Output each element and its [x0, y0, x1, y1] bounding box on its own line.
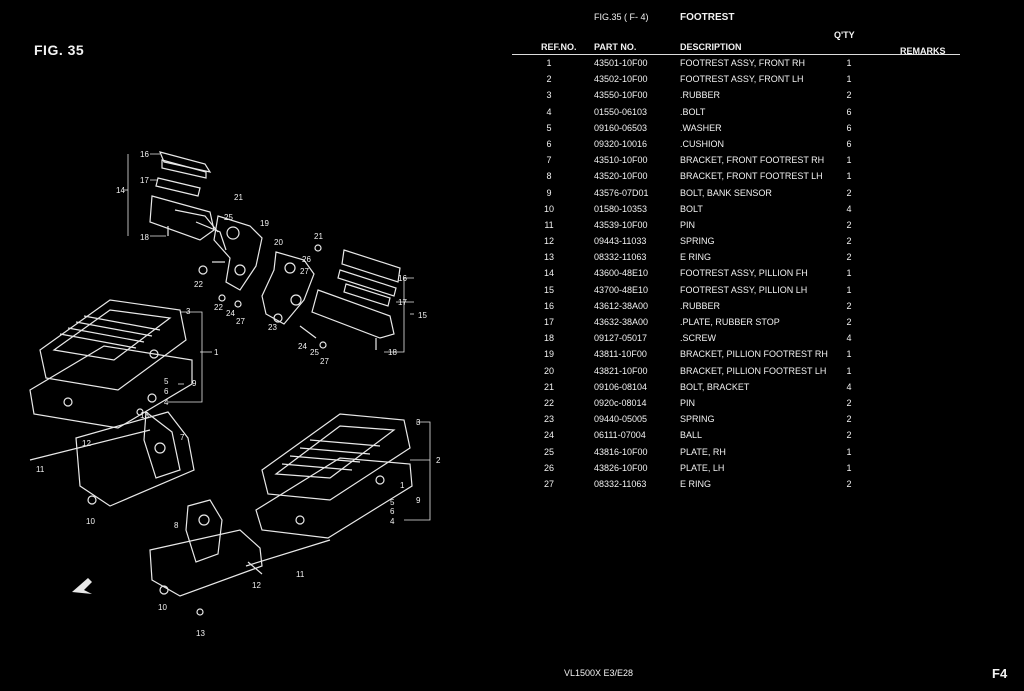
callout-label: 11	[36, 465, 45, 474]
figure-title: FIG. 35	[34, 42, 85, 58]
callout-label: 15	[418, 311, 427, 320]
callout-label: 11	[296, 570, 305, 579]
col-header-ref: REF.NO.	[541, 42, 577, 52]
callout-label: 13	[196, 629, 205, 638]
callout-label: 23	[268, 323, 277, 332]
callout-label: 16	[398, 274, 407, 283]
callout-label: 6	[164, 387, 169, 396]
callout-label: 7	[180, 433, 185, 442]
callout-label: 2	[436, 456, 441, 465]
callout-label: 14	[116, 186, 125, 195]
callout-label: 18	[388, 348, 397, 357]
callout-label: 26	[302, 255, 311, 264]
callout-label: 10	[86, 517, 95, 526]
callout-label: 1	[214, 348, 219, 357]
callout-label: 5	[164, 377, 169, 386]
callout-label: 9	[192, 379, 197, 388]
callout-label: 22	[214, 303, 223, 312]
figure-reference: FIG.35 ( F- 4)	[594, 12, 649, 22]
callout-lines	[124, 153, 431, 521]
header-rule	[512, 54, 960, 55]
pillion-bracket-right-drawing	[261, 244, 327, 349]
callout-label: 27	[320, 357, 329, 366]
callout-numbers: 16 17 14 18 21 25 19 20 21 26 27 22 22 2…	[36, 150, 441, 638]
front-bracket-left-drawing	[29, 393, 195, 507]
exploded-parts-diagram: 16 17 14 18 21 25 19 20 21 26 27 22 22 2…	[29, 150, 441, 638]
callout-label: 25	[224, 213, 233, 222]
callout-label: 10	[158, 603, 167, 612]
front-bracket-right-drawing	[149, 499, 331, 616]
callout-label: 27	[300, 267, 309, 276]
col-header-qty: Q'TY	[834, 30, 855, 40]
front-footrest-right-drawing	[255, 413, 413, 539]
callout-label: 17	[398, 298, 407, 307]
callout-label: 16	[140, 150, 149, 159]
pillion-bracket-left-drawing	[198, 215, 263, 308]
page-number: F4	[992, 666, 1008, 681]
callout-label: 5	[390, 498, 395, 507]
callout-label: 20	[274, 238, 283, 247]
callout-label: 21	[234, 193, 243, 202]
col-header-description: DESCRIPTION	[680, 42, 742, 52]
callout-label: 21	[314, 232, 323, 241]
callout-label: 18	[140, 233, 149, 242]
front-footrest-left-drawing	[29, 299, 193, 429]
pillion-footrest-right-drawing	[311, 249, 401, 350]
callout-label: 17	[140, 176, 149, 185]
callout-label: 8	[174, 521, 179, 530]
callout-label: 25	[310, 348, 319, 357]
front-direction-arrow-icon	[72, 578, 92, 594]
callout-label: 1	[400, 481, 405, 490]
callout-label: 12	[252, 581, 261, 590]
col-header-remarks: REMARKS	[900, 46, 946, 56]
callout-label: 24	[226, 309, 235, 318]
callout-label: 6	[390, 507, 395, 516]
model-code: VL1500X E3/E28	[564, 668, 634, 678]
col-header-part: PART NO.	[594, 42, 637, 52]
figure-name: FOOTREST	[680, 12, 735, 23]
callout-label: 27	[236, 317, 245, 326]
callout-label: 3	[416, 418, 421, 427]
pillion-footrest-left-drawing	[149, 151, 227, 251]
callout-label: 22	[194, 280, 203, 289]
callout-label: 4	[164, 398, 169, 407]
callout-label: 24	[298, 342, 307, 351]
callout-label: 4	[390, 517, 395, 526]
callout-label: 13	[140, 411, 149, 420]
callout-label: 19	[260, 219, 269, 228]
callout-label: 9	[416, 496, 421, 505]
callout-label: 12	[82, 439, 91, 448]
callout-label: 3	[186, 307, 191, 316]
